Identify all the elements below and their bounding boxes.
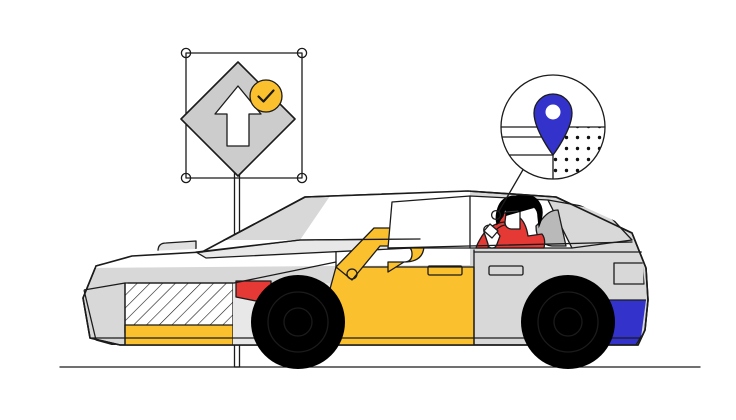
- front-nose-wedge: [83, 282, 126, 345]
- driver-fringe: [505, 210, 519, 213]
- selection-handles[interactable]: [180, 47, 308, 184]
- road-sign-group[interactable]: [180, 47, 308, 368]
- handle-top-left: [180, 47, 192, 59]
- front-wheel: [251, 275, 345, 369]
- handle-bottom-left: [180, 172, 192, 184]
- location-pin[interactable]: [533, 93, 573, 156]
- verified-check-badge[interactable]: [249, 79, 283, 113]
- up-arrow-glyph: [214, 85, 262, 147]
- callout-leader-line: [490, 167, 525, 221]
- driver-hair: [495, 194, 543, 227]
- driver-phone: [483, 223, 499, 239]
- front-yellow-bumper-panel: [124, 324, 234, 345]
- door-handle-front: [427, 265, 463, 276]
- window-sill-line: [387, 241, 633, 249]
- door-handle-rear: [488, 265, 524, 276]
- rear-wheel: [521, 275, 615, 369]
- body-crease: [127, 261, 337, 284]
- check-icon: [257, 89, 275, 103]
- driver-group: [475, 194, 567, 249]
- door-lock-dot: [346, 268, 358, 280]
- body-panel-lines: [335, 249, 646, 345]
- handle-top-right: [296, 47, 308, 59]
- car-group[interactable]: [80, 189, 649, 369]
- handle-bottom-right: [296, 172, 308, 184]
